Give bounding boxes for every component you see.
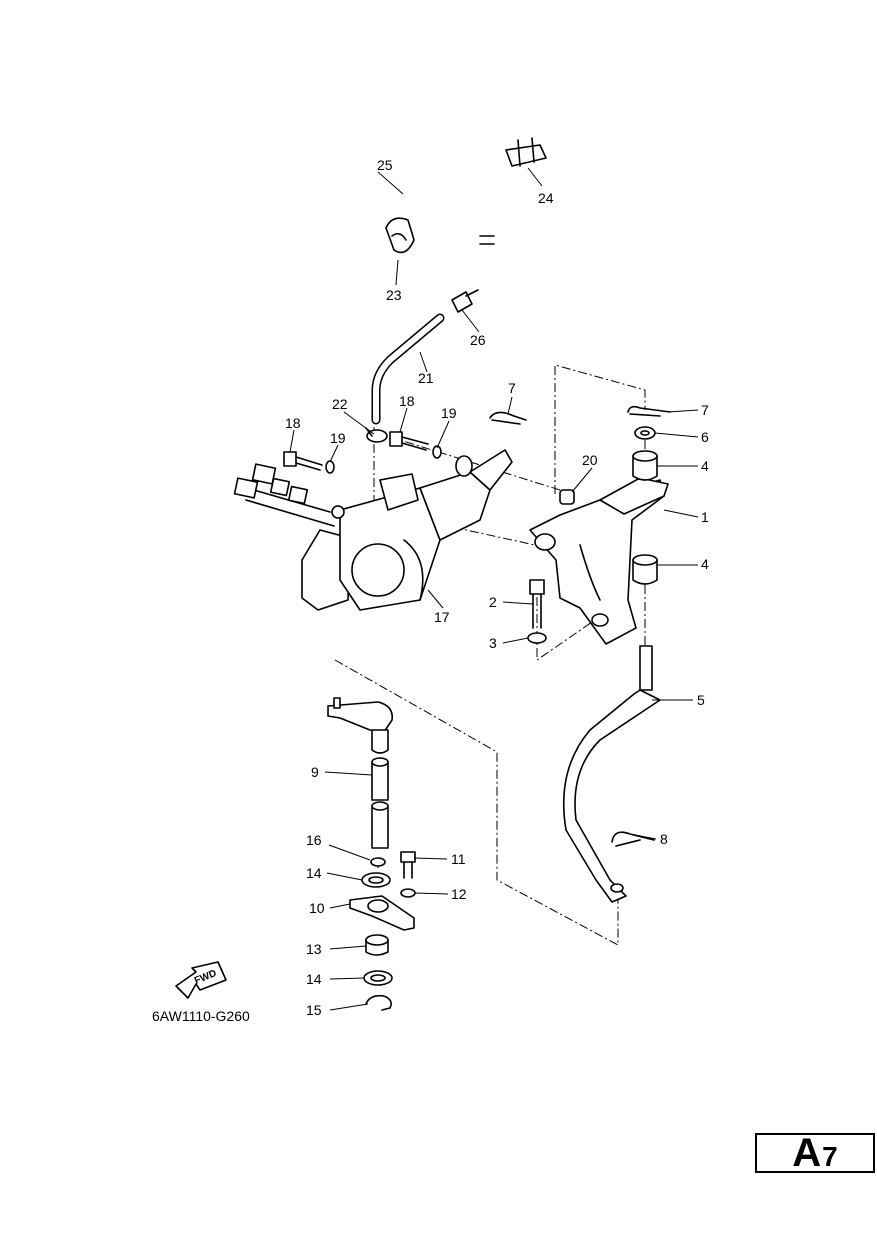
washer-6 xyxy=(634,426,656,440)
callout-20: 20 xyxy=(582,452,598,468)
power-trim-unit-17 xyxy=(233,449,513,611)
bushing-4-lower xyxy=(632,554,658,585)
callout-2: 2 xyxy=(489,594,497,610)
washer-3 xyxy=(527,632,547,644)
bolt-2 xyxy=(529,579,545,629)
shaft-9 xyxy=(371,757,389,849)
callout-6: 6 xyxy=(701,429,709,445)
callout-25: 24 xyxy=(538,190,554,206)
callout-7-left: 7 xyxy=(508,380,516,396)
callout-15: 15 xyxy=(306,1002,322,1018)
washer-19-left xyxy=(325,460,335,474)
fwd-arrow-icon: FWD xyxy=(175,961,227,999)
clip-24 xyxy=(385,217,415,254)
washer-14-upper xyxy=(361,872,391,888)
hose-23 xyxy=(333,156,495,293)
callout-26: 26 xyxy=(470,332,486,348)
callout-18-right: 18 xyxy=(399,393,415,409)
callout-23: 25 xyxy=(377,157,393,173)
bushing-4-upper xyxy=(632,450,658,481)
leader-lines xyxy=(289,167,699,1011)
washer-19-right xyxy=(432,445,442,459)
snap-pin-7-left xyxy=(489,411,527,425)
callout-12: 12 xyxy=(451,886,467,902)
callout-4-upper: 4 xyxy=(701,458,709,474)
callout-8: 8 xyxy=(660,831,668,847)
callout-19-left: 19 xyxy=(330,430,346,446)
callout-18-left: 18 xyxy=(285,415,301,431)
callout-4-lower: 4 xyxy=(701,556,709,572)
callout-13: 13 xyxy=(306,941,322,957)
washer-12 xyxy=(400,888,416,898)
bushing-13 xyxy=(365,934,389,956)
callout-11: 11 xyxy=(451,851,466,867)
callout-17: 17 xyxy=(434,609,450,625)
arm-5 xyxy=(563,645,661,903)
hose-21 xyxy=(371,313,445,425)
page-label-letter: A xyxy=(792,1131,822,1175)
callout-22: 22 xyxy=(332,396,348,412)
callout-16: 16 xyxy=(306,832,322,848)
callout-7-right: 7 xyxy=(701,402,709,418)
o-ring-16 xyxy=(370,857,386,867)
callout-9: 9 xyxy=(311,764,319,780)
snap-pin-7-right xyxy=(627,405,671,417)
pin-8 xyxy=(611,831,655,847)
circlip-15 xyxy=(365,994,392,1011)
callout-14-lower: 14 xyxy=(306,971,322,987)
callout-1: 1 xyxy=(701,509,709,525)
clip-25 xyxy=(505,137,547,167)
collar-20 xyxy=(559,489,575,505)
drawing-code: 6AW1110-G260 xyxy=(152,1008,250,1024)
bolt-11 xyxy=(400,851,416,879)
bolt-18-left xyxy=(283,451,323,471)
joint-26 xyxy=(451,289,479,313)
callout-24: 23 xyxy=(386,287,402,303)
callout-labels: 25 24 23 26 21 22 18 19 7 20 18 19 7 6 4… xyxy=(285,157,709,1018)
page-label-number: 7 xyxy=(822,1141,838,1172)
callout-14-upper: 14 xyxy=(306,865,322,881)
bracket-1 xyxy=(529,477,669,645)
lever-10 xyxy=(349,895,415,931)
callout-21: 21 xyxy=(418,370,434,386)
lever-top xyxy=(327,697,394,754)
washer-14-lower xyxy=(363,970,393,986)
callout-5: 5 xyxy=(697,692,705,708)
callout-19-right: 19 xyxy=(441,405,457,421)
bolt-18-right xyxy=(389,431,429,451)
callout-3: 3 xyxy=(489,635,497,651)
callout-10: 10 xyxy=(309,900,325,916)
page-label-box: A 7 xyxy=(755,1133,875,1173)
